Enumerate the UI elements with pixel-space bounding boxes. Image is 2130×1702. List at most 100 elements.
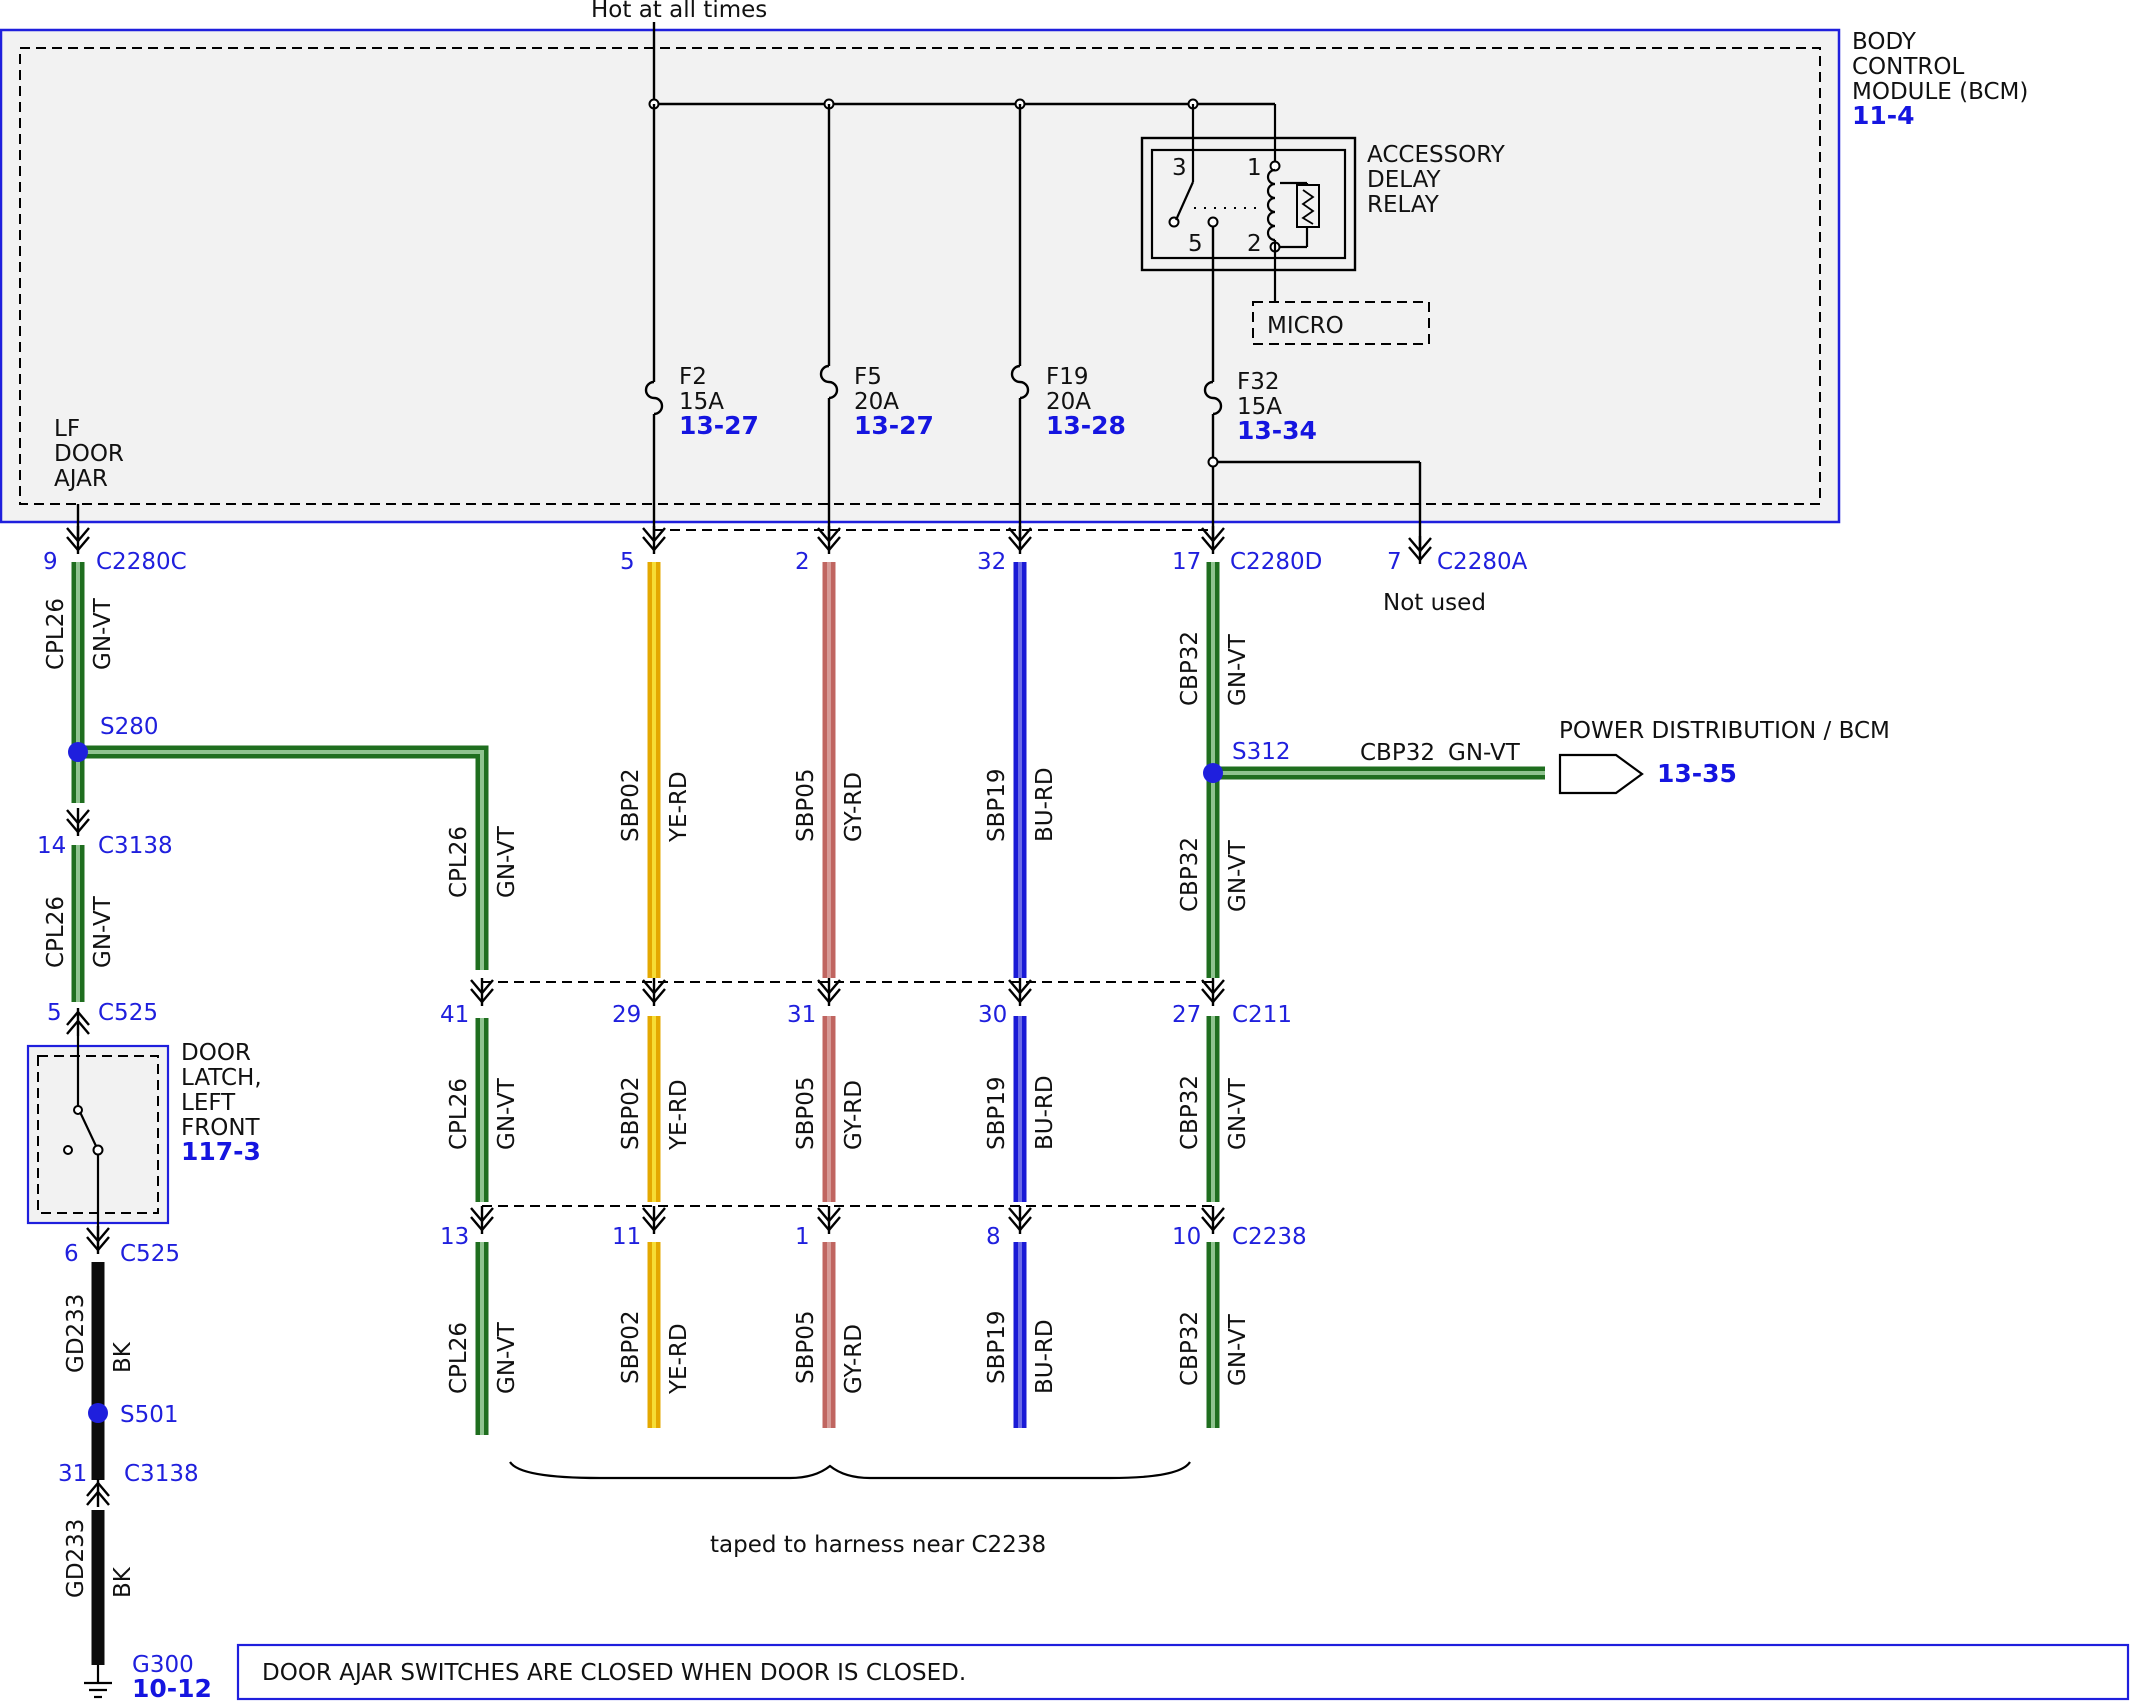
- svg-text:GN-VT: GN-VT: [1225, 633, 1251, 706]
- fuse-f2-ref[interactable]: 13-27: [679, 411, 759, 440]
- c3138-bottom-name: C3138: [124, 1461, 199, 1487]
- fuse-f2-rating: 15A: [679, 389, 724, 415]
- relay-name-line-1: ACCESSORY: [1367, 142, 1506, 168]
- fuse-f32-name: F32: [1237, 369, 1280, 395]
- svg-text:CPL26: CPL26: [43, 896, 69, 968]
- splice-s312-label: S312: [1232, 739, 1291, 765]
- bcm-name-line-3: MODULE (BCM): [1852, 79, 2028, 105]
- fuse-f5-ref[interactable]: 13-27: [854, 411, 934, 440]
- fuse-f19-ref[interactable]: 13-28: [1046, 411, 1126, 440]
- svg-text:CPL26: CPL26: [446, 1078, 472, 1150]
- c2280c-pin: 9: [43, 549, 58, 575]
- fuse-f19-rating: 20A: [1046, 389, 1091, 415]
- c525-top-name: C525: [98, 1000, 158, 1026]
- svg-text:SBP02: SBP02: [618, 1310, 644, 1384]
- power-dist-label: POWER DISTRIBUTION / BCM: [1559, 718, 1890, 744]
- relay-pin-2: 2: [1247, 231, 1262, 257]
- svg-text:BK: BK: [110, 1341, 136, 1373]
- svg-text:SBP02: SBP02: [618, 768, 644, 842]
- micro-box: [1252, 301, 1430, 345]
- bcm-inner-dashed-box: [19, 47, 1821, 505]
- svg-text:GY-RD: GY-RD: [841, 1080, 867, 1150]
- svg-text:CBP32: CBP32: [1177, 1311, 1203, 1386]
- svg-text:SBP05: SBP05: [793, 768, 819, 842]
- svg-text:BU-RD: BU-RD: [1032, 1319, 1058, 1394]
- fuse-lines: [644, 104, 1422, 552]
- fuse-f19-name: F19: [1046, 364, 1089, 390]
- svg-text:SBP19: SBP19: [984, 1310, 1010, 1384]
- door-latch-name-line-2: LATCH,: [181, 1065, 262, 1091]
- lf-door-ajar-line-2: DOOR: [54, 441, 124, 467]
- c3138-top-name: C3138: [98, 833, 173, 859]
- lf-door-ajar-line-1: LF: [54, 416, 80, 442]
- c2238-pin-4: 8: [986, 1224, 1001, 1250]
- fuse-f2-name: F2: [679, 364, 707, 390]
- svg-text:CPL26: CPL26: [446, 1322, 472, 1394]
- svg-text:SBP19: SBP19: [984, 1076, 1010, 1150]
- wire-labels: CPL26 GN-VT CPL26 GN-VT CPL26 GN-VT CPL2…: [43, 597, 1251, 1598]
- relay-pin-3: 3: [1172, 155, 1187, 181]
- c211-pin-4: 30: [978, 1002, 1007, 1028]
- svg-text:BU-RD: BU-RD: [1032, 767, 1058, 842]
- power-dist-ref[interactable]: 13-35: [1657, 759, 1737, 788]
- svg-text:GY-RD: GY-RD: [841, 1324, 867, 1394]
- svg-text:GD233: GD233: [63, 1294, 89, 1373]
- bcm-page-ref[interactable]: 11-4: [1852, 101, 1915, 130]
- micro-label: MICRO: [1267, 313, 1344, 339]
- f32-branch-node: [1207, 456, 1219, 468]
- svg-text:BU-RD: BU-RD: [1032, 1075, 1058, 1150]
- door-latch-name-line-3: LEFT: [181, 1090, 236, 1116]
- door-latch-name-line-1: DOOR: [181, 1040, 251, 1066]
- door-latch-switch: [63, 1036, 104, 1246]
- c2280d-pin-4: 17: [1172, 549, 1201, 575]
- fuse-f32-ref[interactable]: 13-34: [1237, 416, 1317, 445]
- splice-s312: [1203, 763, 1223, 783]
- c2238-pin-5: 10: [1172, 1224, 1201, 1250]
- c3138-top-pin: 14: [37, 833, 66, 859]
- svg-text:GN-VT: GN-VT: [90, 895, 116, 968]
- hot-label: Hot at all times: [591, 0, 767, 23]
- svg-text:GN-VT: GN-VT: [1225, 839, 1251, 912]
- bcm-outer-box: [0, 28, 1841, 524]
- svg-text:CBP32: CBP32: [1177, 837, 1203, 912]
- c2280a-pin: 7: [1387, 549, 1402, 575]
- svg-text:SBP02: SBP02: [618, 1076, 644, 1150]
- svg-text:YE-RD: YE-RD: [666, 771, 692, 843]
- lf-door-ajar-line-3: AJAR: [54, 466, 108, 492]
- svg-text:YE-RD: YE-RD: [666, 1323, 692, 1395]
- c211-name: C211: [1232, 1002, 1292, 1028]
- svg-text:CBP32: CBP32: [1177, 631, 1203, 706]
- note-box: [236, 1643, 2130, 1701]
- c2280d-name: C2280D: [1230, 549, 1322, 575]
- taped-note: taped to harness near C2238: [710, 1532, 1046, 1558]
- c525-bottom-pin: 6: [64, 1241, 79, 1267]
- relay-pin-1: 1: [1247, 155, 1262, 181]
- door-latch-ref[interactable]: 117-3: [181, 1137, 261, 1166]
- c211-pin-3: 31: [787, 1002, 816, 1028]
- power-dist-arrow: [1558, 753, 1644, 795]
- bcm-name-line-1: BODY: [1852, 29, 1917, 55]
- c2238-pin-1: 13: [440, 1224, 469, 1250]
- ground-name: G300: [132, 1652, 194, 1678]
- c2280a-note: Not used: [1383, 590, 1486, 616]
- splice-s280: [68, 742, 88, 762]
- relay-pin-5: 5: [1188, 231, 1203, 257]
- ground-ref[interactable]: 10-12: [132, 1674, 212, 1702]
- c2280d-pin-3: 32: [977, 549, 1006, 575]
- c3138-bottom-pin: 31: [58, 1461, 87, 1487]
- relay-name-line-2: DELAY: [1367, 167, 1442, 193]
- fuse-f5-rating: 20A: [854, 389, 899, 415]
- accessory-delay-relay: [1140, 104, 1357, 302]
- c525-top-pin: 5: [47, 1000, 62, 1026]
- svg-text:GN-VT: GN-VT: [494, 825, 520, 898]
- fuse-f5-name: F5: [854, 364, 882, 390]
- svg-text:GN-VT: GN-VT: [1225, 1077, 1251, 1150]
- c211-pin-5: 27: [1172, 1002, 1201, 1028]
- c2280d-pin-2: 2: [795, 549, 810, 575]
- c2280c-name: C2280C: [96, 549, 187, 575]
- svg-text:YE-RD: YE-RD: [666, 1079, 692, 1151]
- power-dist-circuit: CBP32: [1360, 740, 1435, 766]
- c211-pin-2: 29: [612, 1002, 641, 1028]
- ground-symbol: [84, 1665, 112, 1699]
